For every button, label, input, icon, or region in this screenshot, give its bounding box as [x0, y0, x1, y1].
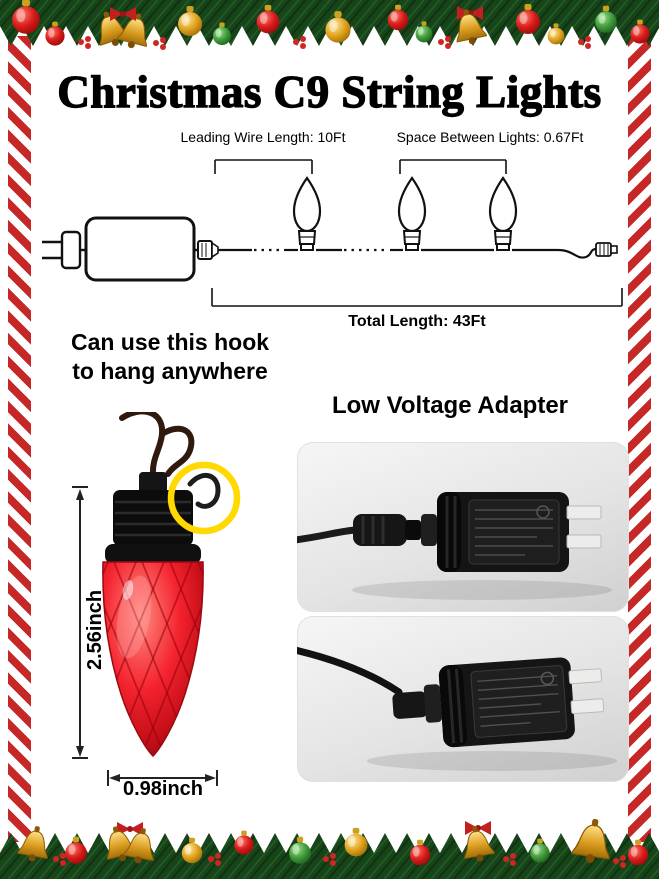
page-title: Christmas C9 String Lights: [57, 66, 602, 117]
hook-note: Can use this hook to hang anywhere: [56, 328, 284, 386]
connector-plug: [392, 684, 442, 723]
pine-garland-band: [0, 833, 659, 879]
bulb-height-label: 2.56inch: [84, 589, 106, 671]
adapter-body: [437, 492, 569, 572]
candy-cane-border-left: [8, 36, 31, 842]
christmas-garland-top: [0, 0, 659, 53]
adapter-photo-bottom: [297, 616, 629, 782]
connector-plug: [353, 514, 437, 546]
measurement-bracket-leading: [214, 159, 313, 174]
bulb-photo: [72, 412, 241, 786]
bulb-width-label: 0.98inch: [122, 778, 204, 800]
measurement-bracket-total: [211, 288, 623, 307]
power-plug-icon: [42, 230, 86, 270]
width-measure-line: [107, 770, 218, 786]
end-connector: [595, 242, 618, 257]
christmas-garland-bottom: [0, 815, 659, 879]
candy-cane-border-right: [628, 36, 651, 842]
total-length-label: Total Length: 43Ft: [348, 313, 486, 330]
hook-clip: [187, 473, 221, 509]
adapter-photo-top: [297, 442, 629, 612]
light-bulb-icon: [397, 176, 427, 252]
hook-note-line1: Can use this hook: [70, 329, 270, 355]
light-bulb-icon: [292, 176, 322, 252]
height-measure-line: [72, 486, 88, 759]
adapter-heading: Low Voltage Adapter: [331, 392, 568, 419]
power-cable: [297, 646, 403, 696]
power-cable: [297, 526, 359, 544]
bulb-cap: [105, 472, 201, 564]
pigtail-connector: [194, 240, 219, 260]
light-bulb-icon: [488, 176, 518, 252]
controller-box: [84, 216, 196, 282]
leading-wire-length-label: Leading Wire Length: 10Ft: [180, 129, 346, 145]
hanging-hook-wire: [119, 412, 195, 477]
plug-prongs: [566, 505, 602, 549]
hook-note-line2: to hang anywhere: [72, 357, 268, 384]
plug-prongs: [568, 668, 605, 715]
string-lights-diagram: [42, 159, 623, 307]
measurement-bracket-spacing: [399, 159, 507, 174]
hook-highlight-ring: [167, 461, 241, 535]
string-wire: [218, 247, 597, 259]
space-between-lights-label: Space Between Lights: 0.67Ft: [396, 129, 584, 145]
red-bulb: [102, 561, 204, 758]
adapter-body: [438, 657, 575, 748]
